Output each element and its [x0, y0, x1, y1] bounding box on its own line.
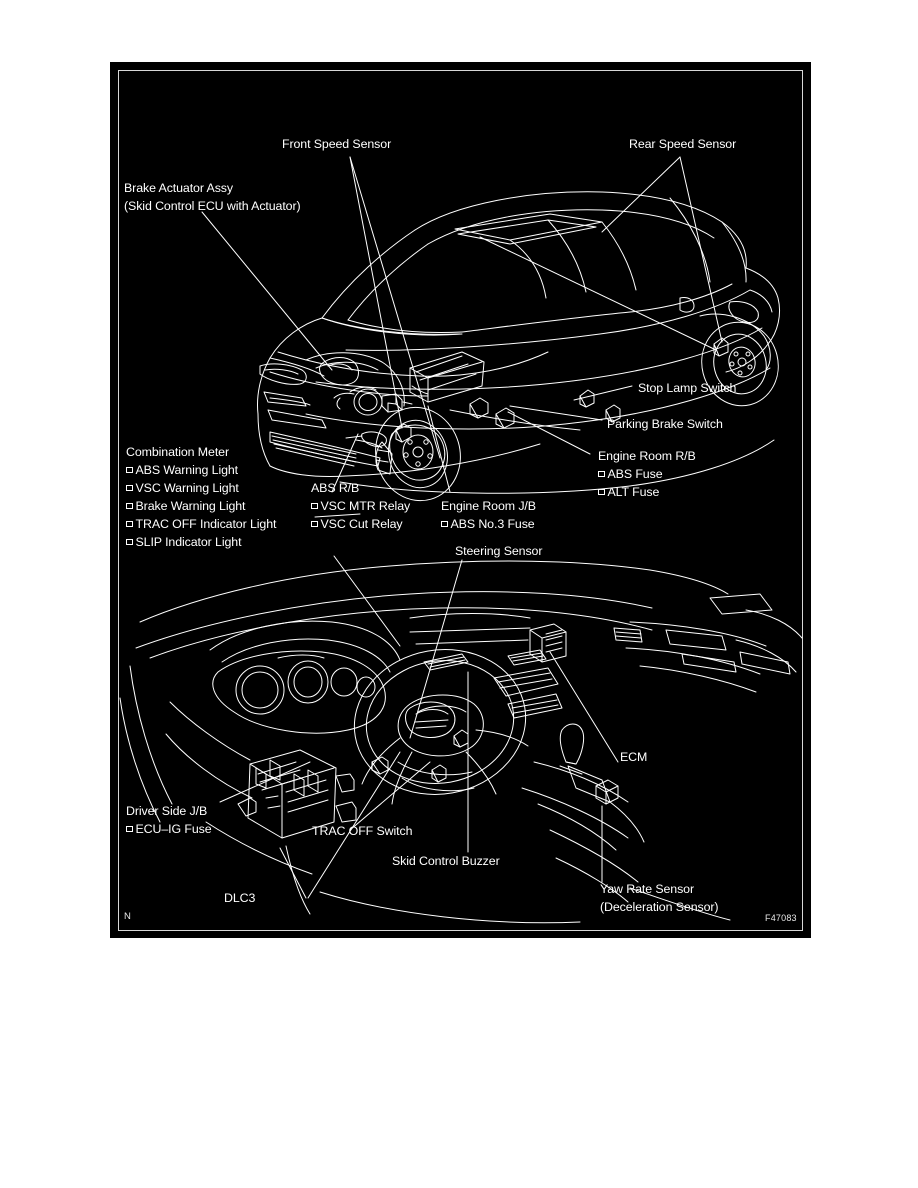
label-brake-actuator-assy-line1: Brake Actuator Assy [124, 181, 233, 195]
label-combination-meter-vsc-warning-light: VSC Warning Light [126, 479, 239, 497]
interior-dash-illustration [119, 560, 803, 924]
label-combination-meter-trac-off-indicator-light: TRAC OFF Indicator Light [126, 515, 277, 533]
label-engine-room-rb-title: Engine Room R/B [598, 449, 696, 463]
label-steering-sensor: Steering Sensor [455, 544, 543, 558]
vehicle-exterior-illustration [110, 62, 811, 938]
label-brake-actuator-assy-line2: (Skid Control ECU with Actuator) [124, 199, 301, 213]
label-abs-rb-title: ABS R/B [311, 481, 360, 495]
label-yaw-rate-sensor-line2: (Deceleration Sensor) [600, 900, 719, 914]
label-abs-rb-vsc-mtr-relay: VSC MTR Relay [311, 497, 411, 515]
label-stop-lamp-switch: Stop Lamp Switch [638, 381, 737, 395]
label-combination-meter-title: Combination Meter [126, 445, 229, 459]
label-driver-side-jb-ecu-ig-fuse: ECU–IG Fuse [126, 820, 212, 838]
label-engine-room-jb-title: Engine Room J/B [441, 499, 536, 513]
label-skid-control-buzzer: Skid Control Buzzer [392, 854, 500, 868]
label-dlc3: DLC3 [224, 891, 256, 905]
label-yaw-rate-sensor-line1: Yaw Rate Sensor [600, 882, 695, 896]
label-front-speed-sensor: Front Speed Sensor [282, 137, 392, 151]
label-parking-brake-switch: Parking Brake Switch [607, 417, 723, 431]
label-engine-room-rb-alt-fuse: ALT Fuse [598, 483, 660, 501]
label-engine-room-rb-abs-fuse: ABS Fuse [598, 465, 663, 483]
label-rear-speed-sensor: Rear Speed Sensor [629, 137, 737, 151]
sheet-corner-mark: N [124, 911, 131, 922]
figure-code: F47083 [765, 913, 797, 923]
label-ecm: ECM [620, 750, 648, 764]
illustration-panel: Front Speed Sensor Rear Speed Sensor Bra… [110, 62, 811, 938]
label-combination-meter-brake-warning-light: Brake Warning Light [126, 497, 246, 515]
label-trac-off-switch: TRAC OFF Switch [312, 824, 413, 838]
label-combination-meter-slip-indicator-light: SLIP Indicator Light [126, 533, 242, 551]
label-engine-room-jb-abs-no3-fuse: ABS No.3 Fuse [441, 515, 535, 533]
label-combination-meter-abs-warning-light: ABS Warning Light [126, 461, 239, 479]
label-abs-rb-vsc-cut-relay: VSC Cut Relay [311, 515, 403, 533]
label-driver-side-jb-title: Driver Side J/B [126, 804, 208, 818]
